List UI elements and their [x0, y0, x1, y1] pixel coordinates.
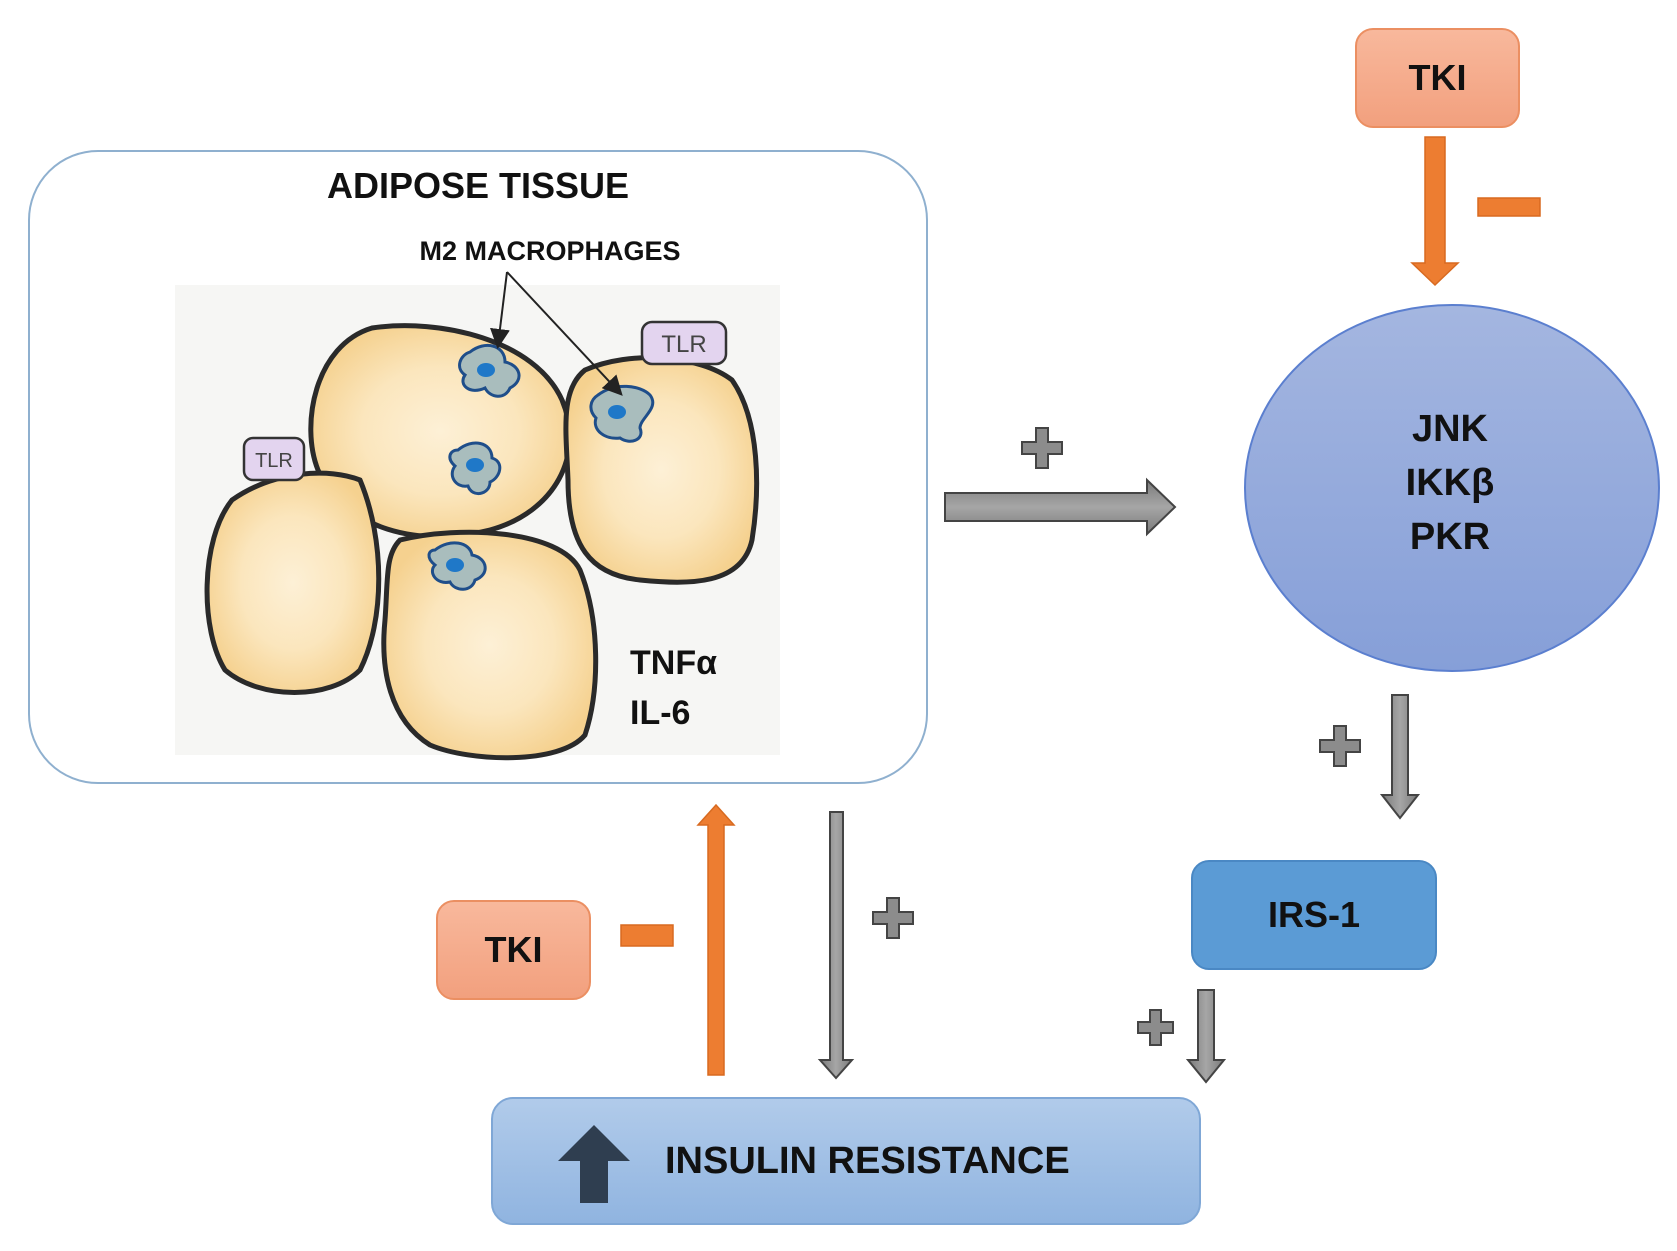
arrow-irs-to-insulin-resistance	[1185, 989, 1227, 1084]
adipose-tissue-title: ADIPOSE TISSUE	[326, 165, 630, 206]
tlr-receptors: TLR TLR	[242, 320, 728, 482]
arrow-tissue-to-insulin-resistance	[817, 811, 855, 1080]
tlr-receptor-left	[242, 436, 306, 482]
adipocyte-right	[563, 355, 760, 585]
kinases-circle	[1244, 304, 1660, 672]
tlr-label-right: TLR	[661, 331, 706, 358]
kinase-jnk: JNK	[1411, 408, 1489, 450]
arrow-tissue-to-kinases	[944, 477, 1177, 537]
tki-left-label: TKI	[484, 929, 543, 970]
arrow-kinases-to-irs	[1379, 694, 1421, 820]
adipocyte-bottom-center	[381, 529, 599, 761]
arrow-insulin-resistance-to-tissue	[696, 803, 736, 1076]
minus-icon-tki-left	[620, 924, 674, 947]
kinase-pkr: PKR	[1409, 516, 1491, 558]
m2-macrophages-label: M2 MACROPHAGES	[419, 236, 681, 266]
adipocyte-left	[204, 470, 382, 695]
cytokine-il-6: IL-6	[630, 694, 691, 732]
macrophage-pointer-arrows	[490, 271, 623, 396]
irs-1-box: IRS-1	[1191, 860, 1437, 970]
tki-top-label: TKI	[1408, 57, 1467, 98]
plus-icon-tissue-to-insulin-resistance	[872, 897, 914, 939]
plus-icon-tissue-to-kinases	[1021, 427, 1063, 469]
cytokine-tnf-alpha: TNFα	[630, 644, 717, 682]
plus-icon-irs-to-insulin-resistance	[1137, 1009, 1174, 1046]
macrophage-nuclei	[446, 363, 626, 572]
insulin-resistance-label: INSULIN RESISTANCE	[665, 1140, 1070, 1182]
up-arrow-icon	[558, 1125, 630, 1203]
tki-box-left: TKI	[436, 900, 591, 1000]
adipocyte-cells	[204, 323, 760, 761]
kinases-label: JNK IKKβ PKR	[1240, 402, 1660, 564]
kinase-ikkb: IKKβ	[1405, 462, 1495, 504]
tlr-label-left: TLR	[255, 450, 293, 472]
plus-icon-kinases-to-irs	[1319, 725, 1361, 767]
tlr-receptor-right	[640, 320, 728, 366]
minus-icon-tki-top	[1477, 197, 1541, 217]
cytokine-list: TNFα IL-6	[630, 638, 717, 738]
arrow-tki-to-kinases	[1410, 136, 1460, 287]
tki-box-top: TKI	[1355, 28, 1520, 128]
irs-1-label: IRS-1	[1267, 894, 1361, 935]
